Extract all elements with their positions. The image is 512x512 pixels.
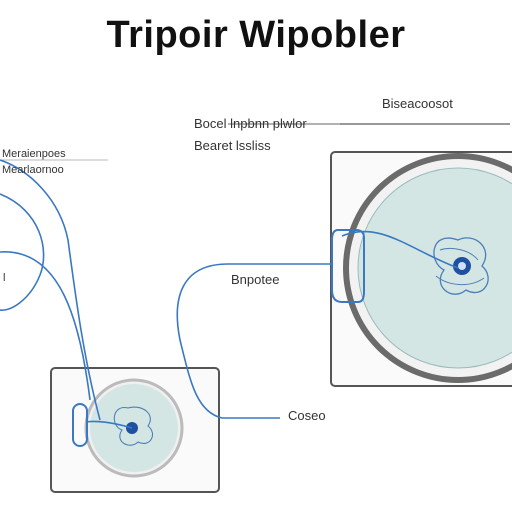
label-mid-top-2: Bearet lssliss (194, 138, 271, 153)
label-left-edge: l (3, 272, 6, 284)
label-bottom: Coseo (288, 408, 326, 423)
wire-left-long (0, 159, 101, 421)
wire-small-rotor (85, 420, 133, 429)
diagram-title: Tripoir Wipobler (106, 14, 406, 56)
label-top-right: Biseacoosot (382, 96, 453, 111)
label-center: Bnpotee (231, 272, 280, 287)
wires (0, 159, 459, 429)
wire-left-loop (0, 193, 45, 311)
label-left-2: Mearlaornoo (2, 164, 64, 176)
small-unit-port (72, 403, 88, 447)
large-unit-disc (357, 167, 512, 369)
label-left-1: Meraienpoes (2, 148, 66, 160)
wire-center-loop (176, 263, 332, 419)
wire-to-rotor (341, 230, 459, 269)
label-mid-top-1: Bocel lnpbnn plwlor (194, 116, 307, 131)
large-unit-port (331, 229, 365, 303)
wire-left-to-small (0, 251, 91, 401)
small-fan-unit (50, 367, 220, 493)
large-fan-unit (330, 151, 512, 387)
